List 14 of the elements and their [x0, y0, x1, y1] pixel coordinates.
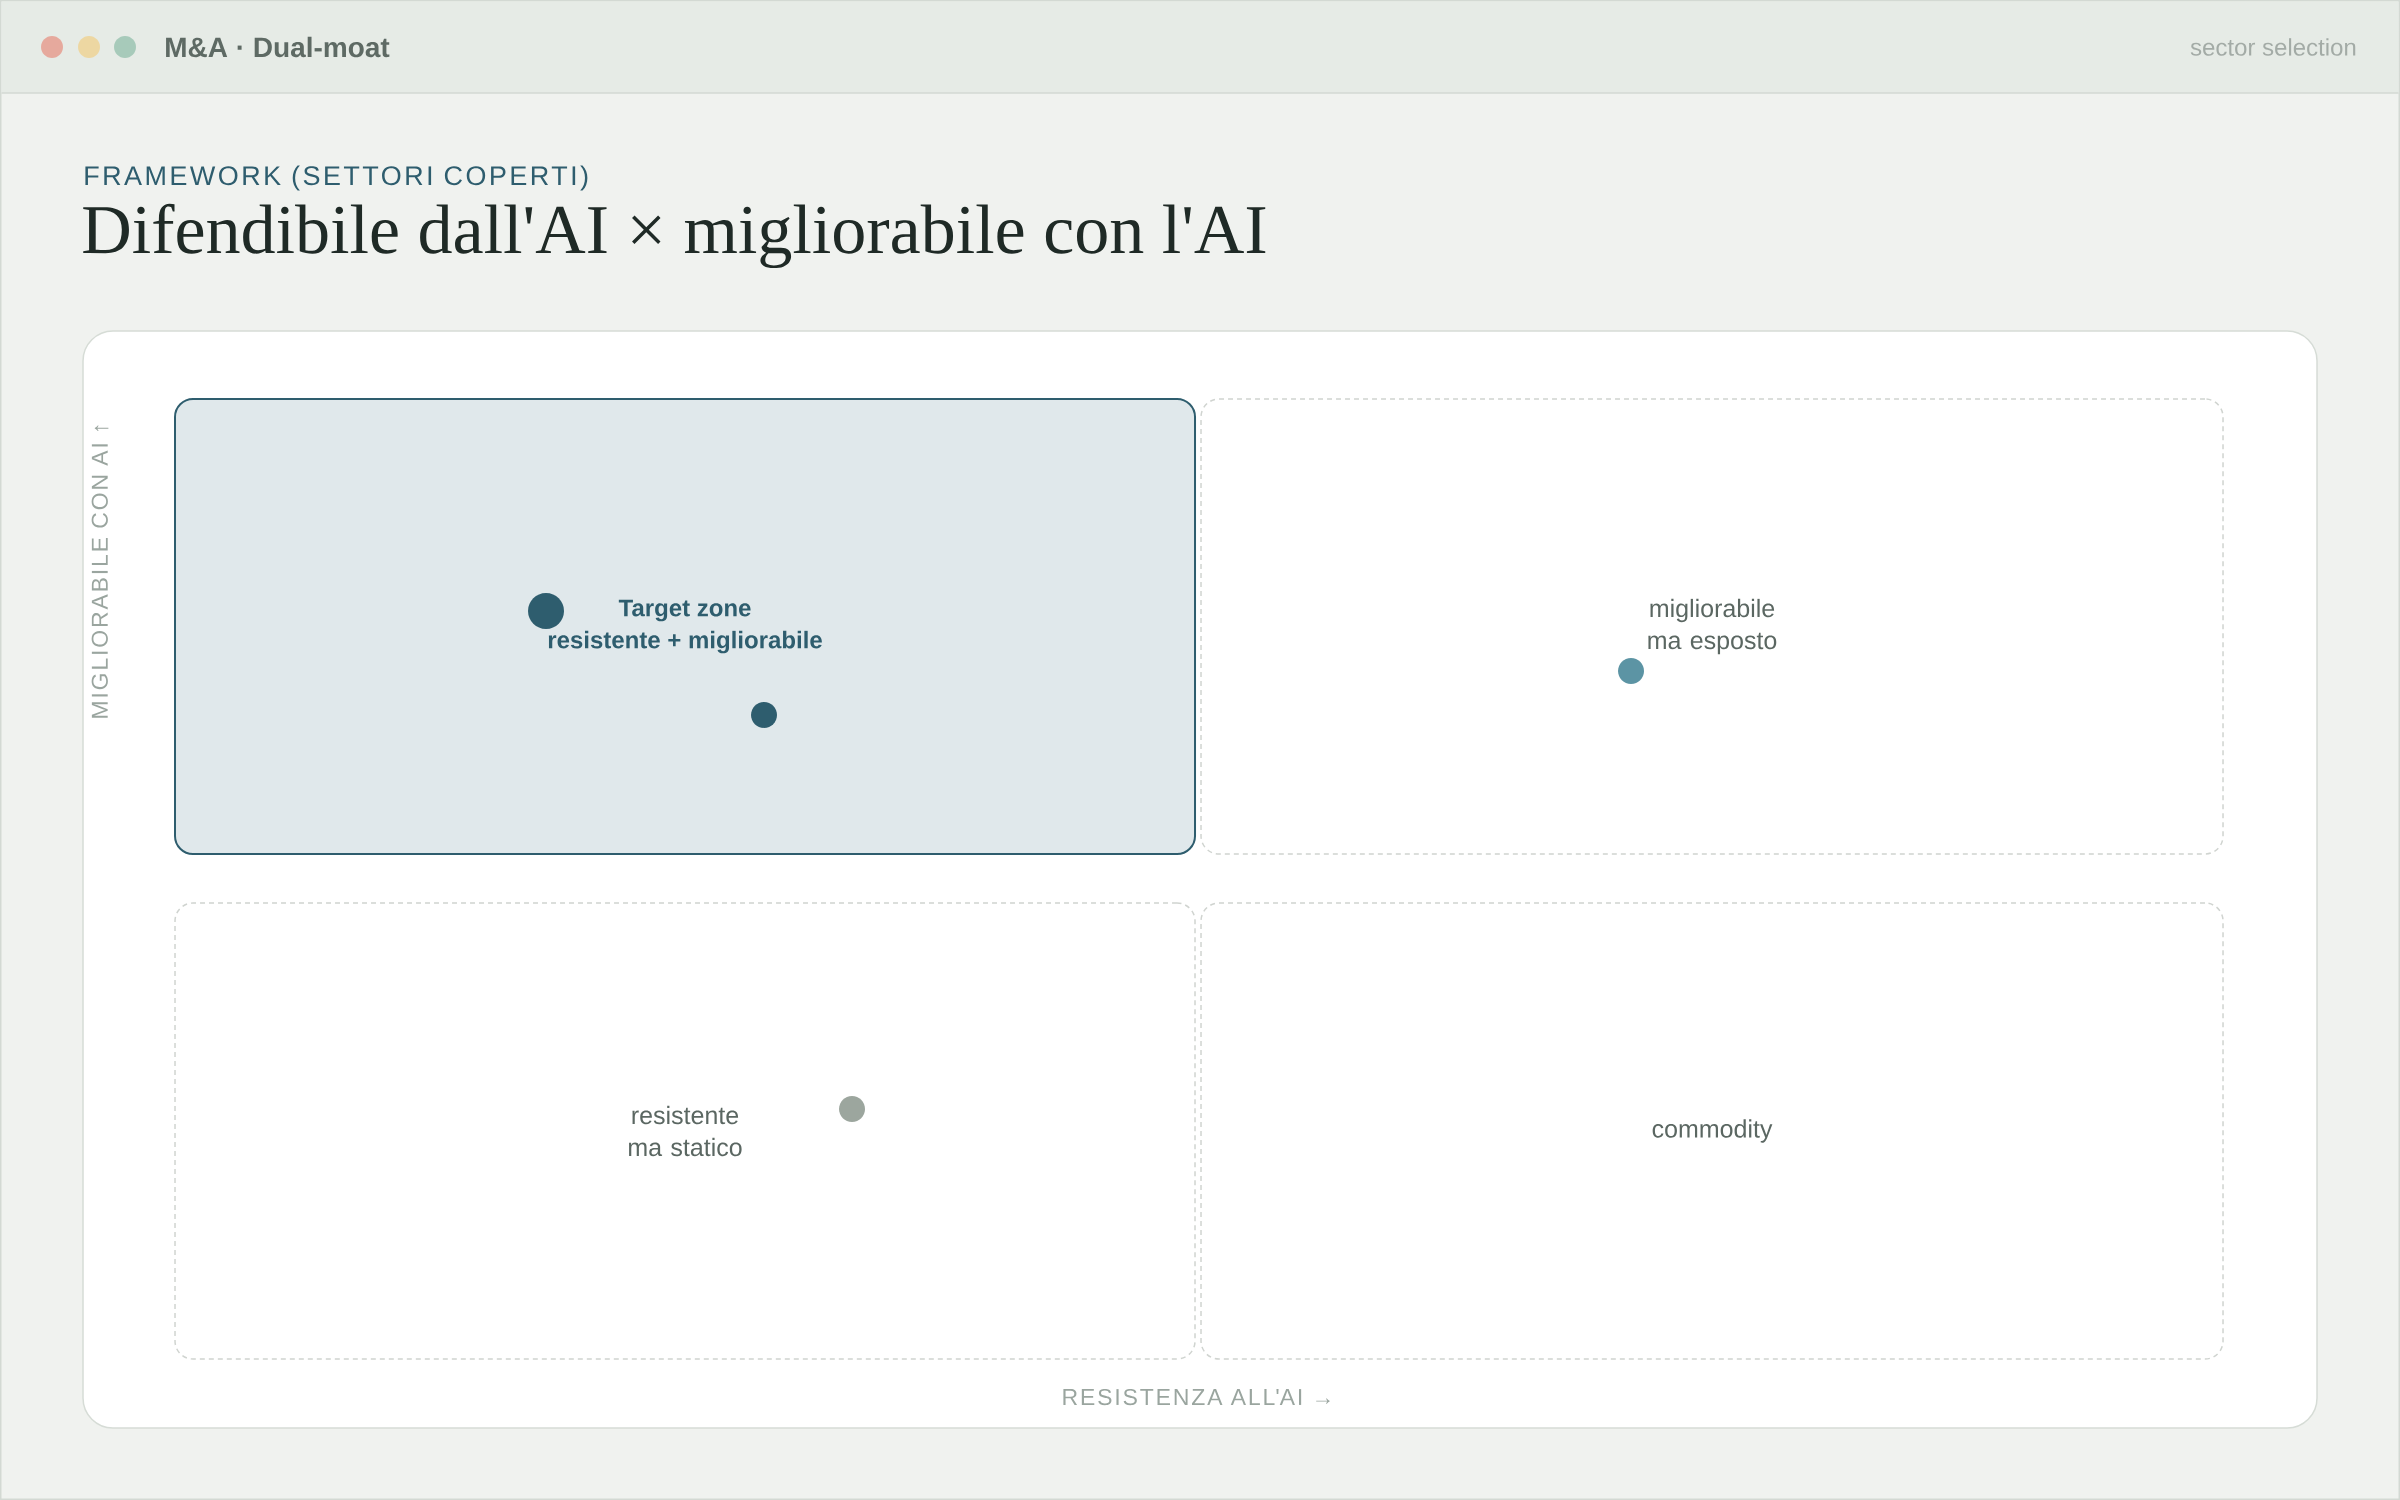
quadrant-box: resistente ma statico: [174, 902, 1196, 1360]
page-title: Difendibile dall'AI × migliorabile con l'AI: [83, 203, 1266, 269]
window-title: M&A · Dual-moat: [166, 36, 390, 58]
data-dot: [751, 702, 777, 728]
eyebrow-label: FRAMEWORK (SETTORI COPERTI): [85, 165, 588, 191]
data-dot: [1618, 658, 1644, 684]
data-dot: [528, 593, 564, 629]
header-text: sector selection: [2190, 38, 2356, 56]
axis-label: RESISTENZA ALL'AI →: [1063, 1388, 1330, 1406]
quadrant-box: Target zone resistente + migliorabile: [174, 398, 1196, 855]
quadrant-box: commodity: [1200, 902, 2224, 1360]
axis-label: MIGLIORABILE CON AI ↑: [91, 425, 109, 718]
data-dot: [839, 1096, 865, 1122]
quadrant-box: migliorabile ma esposto: [1200, 398, 2224, 855]
